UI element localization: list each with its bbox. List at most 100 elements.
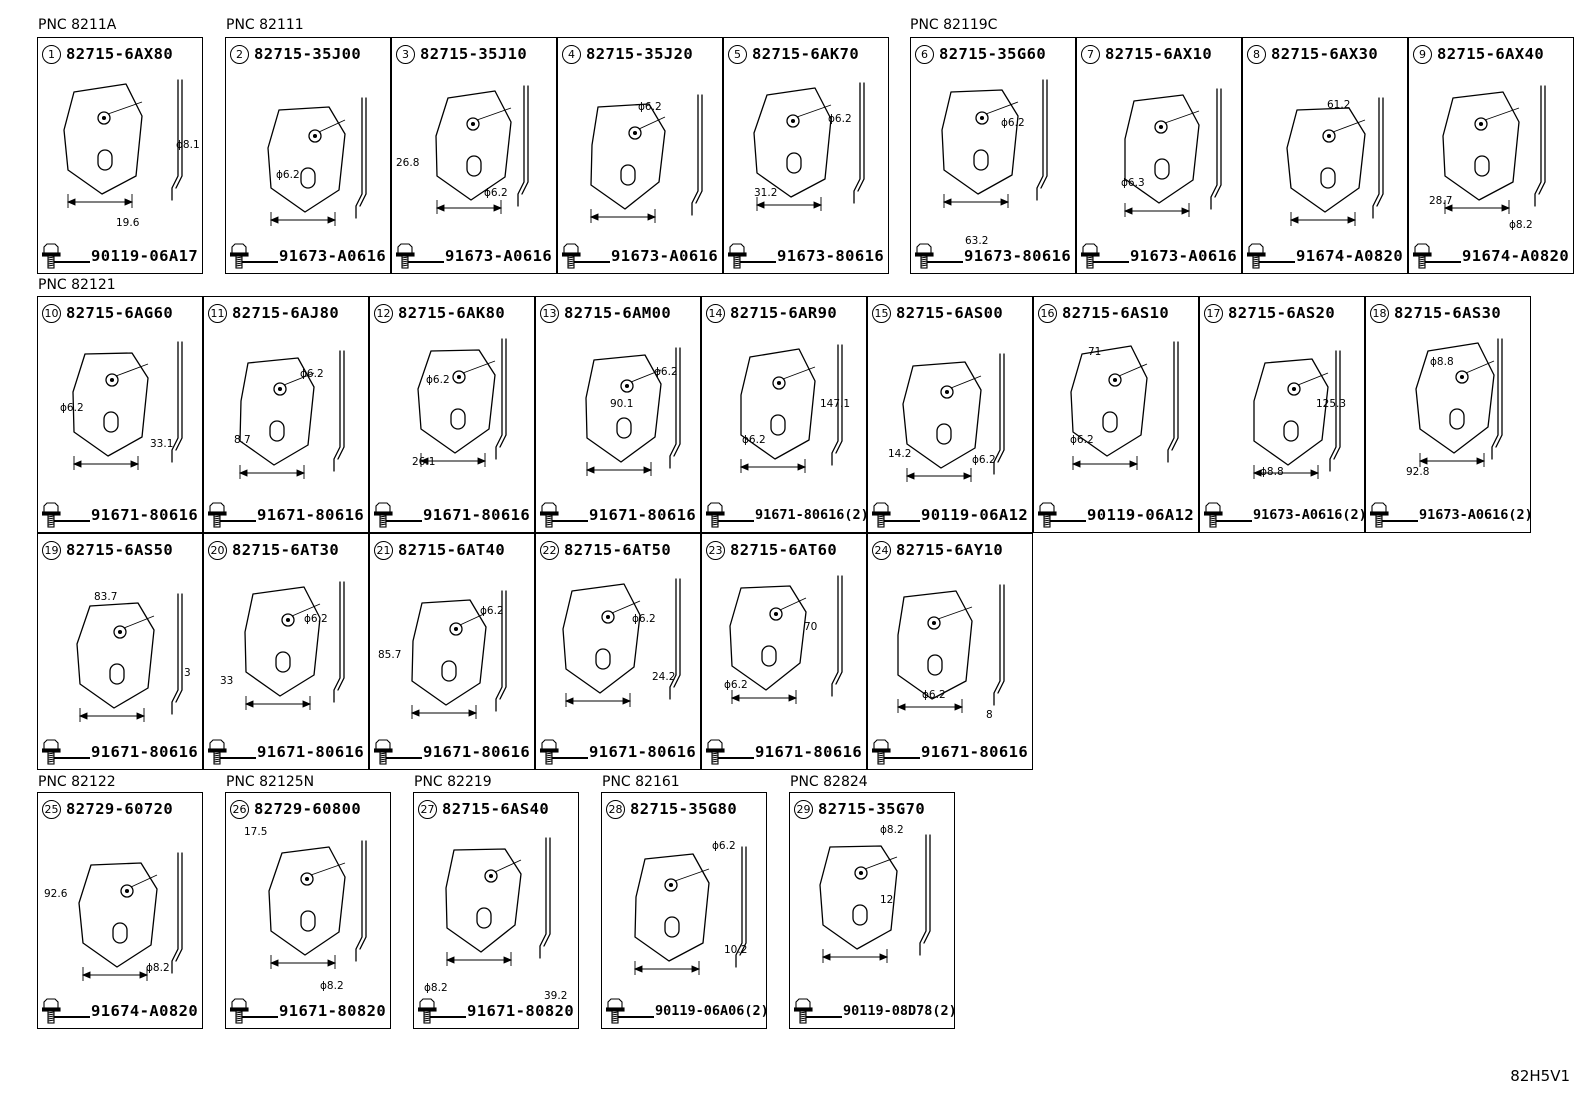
part-illustration: ϕ6.263.2 xyxy=(941,79,1048,246)
bracket-drawing xyxy=(435,85,529,207)
callout-number: 24 xyxy=(872,540,891,560)
dimension-label: 10.2 xyxy=(724,944,747,956)
callout-number: 5 xyxy=(728,44,747,64)
bolt-row: 91674-A0820 xyxy=(1247,242,1403,270)
dimension-label: 31.2 xyxy=(754,187,777,199)
part-number: 82715-35J00 xyxy=(254,45,362,63)
dimension-label: ϕ6.2 xyxy=(60,402,84,414)
dimension-label: 70 xyxy=(804,621,817,633)
part-number: 82715-6AX30 xyxy=(1271,45,1379,63)
part-illustration: 92.6ϕ8.2 xyxy=(44,852,183,981)
dimension-label: ϕ8.1 xyxy=(176,139,200,151)
bolt-part-number: 91671-80616 xyxy=(257,506,365,524)
bracket-drawing xyxy=(1286,97,1384,219)
bracket-drawing xyxy=(239,350,345,472)
callout-number: 16 xyxy=(1038,303,1057,323)
part-illustration: ϕ6.224.2 xyxy=(562,578,681,707)
part-number: 82715-6AT50 xyxy=(564,541,672,559)
bolt-row: 91671-80616 xyxy=(42,738,198,766)
pnc-label: PNC 82119C xyxy=(910,17,998,33)
callout-number: 14 xyxy=(706,303,725,323)
bracket-drawing xyxy=(740,344,843,466)
part-illustration: ϕ6.242.5 xyxy=(267,97,367,226)
bolt-row: 90119-06A17 xyxy=(42,242,198,270)
bolt-icon xyxy=(42,998,90,1024)
bolt-row: 91673-A0616(2) xyxy=(1370,501,1531,529)
part-illustration: ϕ6.28 xyxy=(896,584,1005,721)
dimension-label: ϕ8.8 xyxy=(1260,466,1284,478)
dimension-label: 8.7 xyxy=(234,434,251,446)
bracket-drawing xyxy=(411,590,507,712)
callout-number: 6 xyxy=(915,44,934,64)
dimension-label: ϕ6.2 xyxy=(742,434,766,446)
bolt-row: 91673-A0616 xyxy=(1081,242,1237,270)
dimension-label: ϕ8.8 xyxy=(1430,356,1454,368)
bolt-row: 91671-80616 xyxy=(540,738,696,766)
part-illustration: ϕ8.892.8 xyxy=(1406,338,1503,478)
bolt-row: 91673-80616 xyxy=(728,242,884,270)
part-illustration: ϕ6.226.1 xyxy=(412,338,507,468)
bolt-part-number: 90119-06A12 xyxy=(921,506,1029,524)
dimension-label: 14.2 xyxy=(888,448,911,460)
bracket-drawing xyxy=(819,834,931,956)
bolt-icon xyxy=(540,739,588,765)
part-number: 82715-6AT60 xyxy=(730,541,838,559)
dimension-label: ϕ6.2 xyxy=(276,169,300,181)
dimension-label: ϕ8.2 xyxy=(320,980,344,992)
part-number: 82715-6AK80 xyxy=(398,304,506,322)
bolt-part-number: 90119-08D78(2) xyxy=(843,1003,955,1019)
dimension-label: 28.7 xyxy=(1429,195,1452,207)
bolt-part-number: 91673-A0616 xyxy=(1130,247,1238,265)
bolt-row: 91671-80616 xyxy=(374,738,530,766)
bolt-part-number: 91671-80616 xyxy=(91,506,199,524)
bolt-part-number: 91673-A0616(2) xyxy=(1419,507,1531,523)
bolt-row: 91674-A0820 xyxy=(42,997,198,1025)
dimension-label: ϕ6.2 xyxy=(654,366,678,378)
callout-number: 18 xyxy=(1370,303,1389,323)
part-number: 82715-6AT40 xyxy=(398,541,506,559)
part-illustration: ϕ8.212 xyxy=(819,824,931,963)
bolt-icon xyxy=(606,998,654,1024)
dimension-label: ϕ8.2 xyxy=(880,824,904,836)
bolt-part-number: 91671-80820 xyxy=(279,1002,387,1020)
callout-number: 8 xyxy=(1247,44,1266,64)
pnc-label: PNC 82824 xyxy=(790,774,868,790)
